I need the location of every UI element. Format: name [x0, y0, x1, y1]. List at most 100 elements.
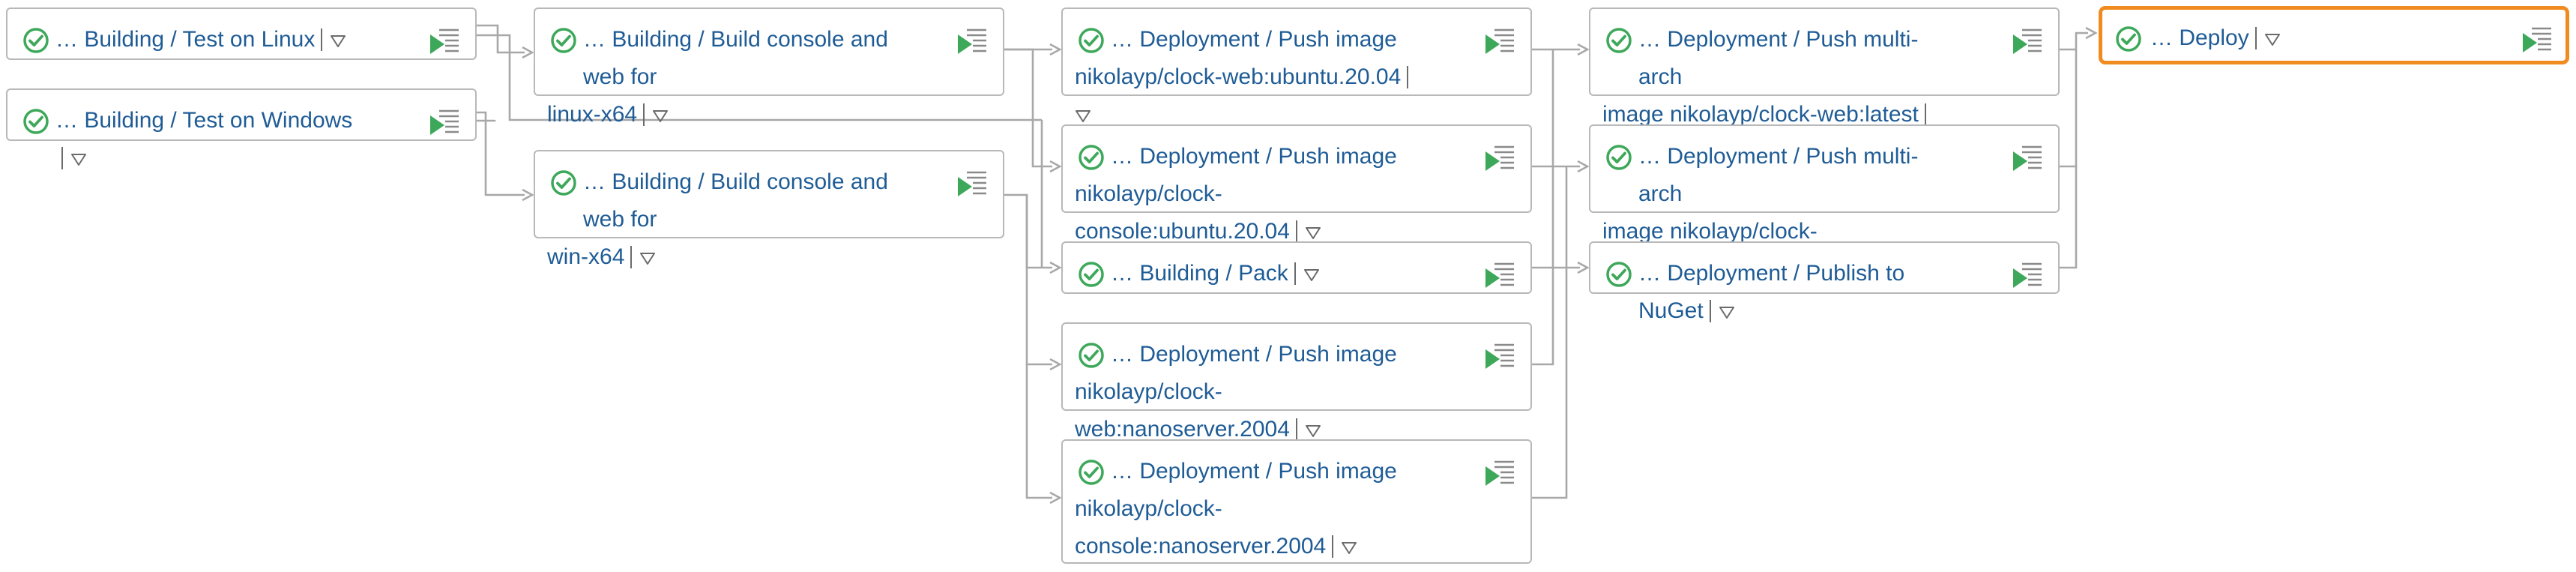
build-title-line[interactable]: … Deployment / Push multi-arch — [1638, 27, 1919, 89]
check-circle-icon — [550, 169, 577, 196]
build-title[interactable]: … Deployment / Publish to NuGet — [1638, 255, 1946, 331]
build-title-line[interactable]: nikolayp/clock-web:nanoserver.2004 — [1075, 379, 1290, 442]
build-node-pack[interactable]: … Building / Pack — [1061, 241, 1532, 294]
separator — [2254, 27, 2257, 49]
run-build-icon[interactable] — [1484, 459, 1515, 487]
build-title-line[interactable]: … Building / Pack — [1111, 261, 1288, 286]
build-node-push-web-nano[interactable]: … Deployment / Push image nikolayp/clock-… — [1061, 322, 1532, 442]
build-title-line[interactable]: … Building / Build console and web for — [583, 27, 888, 89]
run-build-icon[interactable] — [2521, 25, 2553, 54]
wire-arrowhead — [1577, 261, 1590, 274]
run-build-icon[interactable] — [956, 27, 988, 55]
separator — [1295, 220, 1297, 243]
build-node-deploy[interactable]: … Deploy — [2099, 6, 2569, 64]
check-circle-icon — [2115, 25, 2142, 52]
build-node-test-windows[interactable]: … Building / Test on Windows — [6, 88, 477, 169]
build-node-multiarch-web[interactable]: … Deployment / Push multi-arch image niko… — [1589, 7, 2060, 160]
build-node-push-web-ubuntu[interactable]: … Deployment / Push image nikolayp/clock-… — [1061, 7, 1532, 122]
triangle-down-icon[interactable] — [652, 97, 669, 135]
run-build-icon[interactable] — [956, 169, 988, 198]
run-build-icon[interactable] — [2012, 27, 2043, 55]
check-circle-icon — [1078, 261, 1105, 288]
separator — [1709, 300, 1711, 322]
run-build-icon[interactable] — [1484, 342, 1515, 370]
triangle-down-icon[interactable] — [1075, 97, 1091, 135]
check-circle-icon — [22, 27, 49, 54]
wire-arrowhead — [2085, 26, 2098, 40]
build-title[interactable]: … Deploy — [2150, 19, 2453, 58]
run-build-icon[interactable] — [2012, 144, 2043, 172]
build-node-build-win[interactable]: … Building / Build console and web for wi… — [534, 150, 1004, 269]
triangle-down-icon[interactable] — [70, 141, 87, 178]
check-circle-icon — [1078, 27, 1105, 54]
build-node-push-console-ubuntu[interactable]: … Deployment / Push image nikolayp/clock-… — [1061, 124, 1532, 244]
build-title[interactable]: … Building / Test on Linux — [55, 21, 363, 60]
build-title-line[interactable]: … Building / Build console and web for — [583, 169, 888, 232]
triangle-down-icon[interactable] — [1341, 529, 1357, 567]
dependency-wire — [1004, 48, 1052, 168]
build-title-line[interactable]: nikolayp/clock-web:ubuntu.20.04 — [1075, 64, 1402, 89]
wire-arrowhead — [1577, 43, 1590, 56]
check-circle-icon — [22, 108, 49, 135]
wire-arrowhead — [1049, 358, 1062, 371]
dependency-wire — [1025, 195, 1052, 366]
run-build-icon[interactable] — [1484, 27, 1515, 55]
build-title[interactable]: … Deployment / Push multi-arch image niko… — [1602, 21, 1946, 172]
build-title[interactable]: … Deployment / Push image nikolayp/clock-… — [1075, 453, 1418, 567]
build-title[interactable]: … Building / Test on Windows — [55, 102, 363, 178]
build-title-line[interactable]: … Building / Test on Windows — [55, 108, 353, 133]
build-title[interactable]: … Building / Build console and web for wi… — [547, 163, 890, 277]
build-title-line[interactable]: linux-x64 — [547, 102, 638, 127]
triangle-down-icon[interactable] — [2264, 21, 2281, 58]
triangle-down-icon[interactable] — [1305, 412, 1321, 450]
build-title-line[interactable]: image nikolayp/clock-web:latest — [1602, 102, 1919, 127]
build-node-build-linux[interactable]: … Building / Build console and web for li… — [534, 7, 1004, 127]
separator — [1332, 535, 1334, 558]
dependency-wire — [477, 24, 525, 54]
build-title[interactable]: … Deployment / Push image nikolayp/clock-… — [1075, 336, 1418, 450]
check-circle-icon — [1078, 144, 1105, 171]
build-title-line[interactable]: nikolayp/clock-console:ubuntu.20.04 — [1075, 181, 1290, 244]
triangle-down-icon[interactable] — [639, 240, 656, 277]
run-build-icon[interactable] — [429, 108, 460, 136]
run-build-icon[interactable] — [1484, 261, 1515, 289]
dependency-wire — [477, 119, 496, 122]
build-title-line[interactable]: win-x64 — [547, 244, 625, 269]
build-title-line[interactable]: … Deployment / Publish to NuGet — [1638, 261, 1905, 323]
build-title[interactable]: … Deployment / Push image nikolayp/clock-… — [1075, 138, 1418, 252]
triangle-down-icon[interactable] — [1305, 214, 1321, 252]
run-build-icon[interactable] — [1484, 144, 1515, 172]
build-title-line[interactable]: … Deployment / Push image — [1111, 342, 1397, 367]
dependency-wire — [1532, 166, 1554, 366]
wire-arrowhead — [1577, 160, 1590, 173]
build-title-line[interactable]: … Deployment / Push image — [1111, 459, 1397, 484]
run-build-icon[interactable] — [2012, 261, 2043, 289]
wire-arrowhead — [1049, 43, 1062, 56]
run-build-icon[interactable] — [429, 27, 460, 55]
build-title-line[interactable]: … Deployment / Push image — [1111, 144, 1397, 169]
dependency-wire — [2060, 49, 2078, 168]
build-title[interactable]: … Building / Pack — [1111, 255, 1418, 294]
check-circle-icon — [550, 27, 577, 54]
check-circle-icon — [1078, 459, 1105, 486]
build-title-line[interactable]: … Deploy — [2150, 25, 2249, 50]
triangle-down-icon[interactable] — [1303, 256, 1320, 294]
build-title-line[interactable]: console:nanoserver.2004 — [1075, 534, 1327, 559]
dependency-wire — [1004, 193, 1052, 269]
build-node-test-linux[interactable]: … Building / Test on Linux — [6, 7, 477, 60]
wire-arrowhead — [522, 46, 534, 59]
triangle-down-icon[interactable] — [330, 22, 346, 60]
build-title-line[interactable]: … Deployment / Push image — [1111, 27, 1397, 52]
build-title-line[interactable]: nikolayp/clock- — [1075, 496, 1222, 521]
build-node-push-console-nano[interactable]: … Deployment / Push image nikolayp/clock-… — [1061, 439, 1532, 564]
triangle-down-icon[interactable] — [1719, 294, 1735, 331]
build-title-line[interactable]: … Deployment / Push multi-arch — [1638, 144, 1919, 206]
build-node-nuget[interactable]: … Deployment / Publish to NuGet — [1589, 241, 2060, 323]
separator — [1924, 103, 1926, 126]
separator — [61, 147, 63, 169]
build-title[interactable]: … Deployment / Push image nikolayp/clock-… — [1075, 21, 1418, 135]
build-title[interactable]: … Building / Build console and web for li… — [547, 21, 890, 135]
build-title-line[interactable]: … Building / Test on Linux — [55, 27, 316, 52]
